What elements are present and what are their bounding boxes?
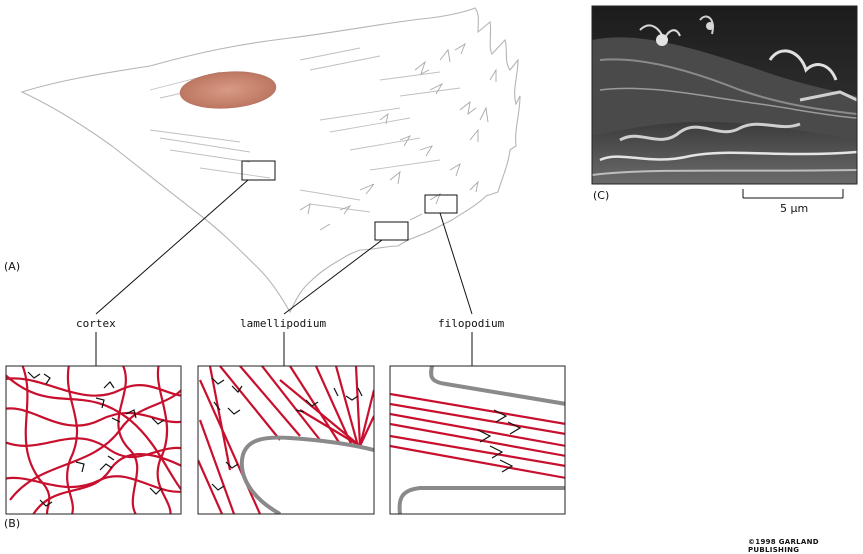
lamellipodium-actin-network xyxy=(198,366,374,514)
cell-drawing xyxy=(22,8,520,314)
panel-a-label: (A) xyxy=(4,260,20,273)
copyright-notice: ©1998 GARLAND PUBLISHING xyxy=(748,538,863,554)
filopodium-actin-bundle xyxy=(390,394,566,478)
panel-b-label: (B) xyxy=(4,517,20,530)
cortex-actin-network xyxy=(0,360,190,520)
filopodium-callout-box xyxy=(425,195,457,213)
filopodium-detail-panel xyxy=(390,366,566,514)
myosin-markers xyxy=(28,372,164,506)
nucleus xyxy=(179,69,277,112)
cortex-leader-line xyxy=(96,180,248,314)
lamellipodium-membrane xyxy=(242,438,374,514)
stress-fibers xyxy=(150,48,460,212)
lamellipodium-callout-box xyxy=(375,222,408,240)
sem-micrograph xyxy=(592,6,857,184)
membrane-ruffles xyxy=(300,44,496,230)
lamellipodium-detail-panel xyxy=(198,366,374,514)
lamellipodium-label: lamellipodium xyxy=(240,317,326,330)
panel-c-label: (C) xyxy=(593,189,609,202)
cortex-callout-box xyxy=(242,161,275,180)
cortex-label: cortex xyxy=(76,317,116,330)
scale-bar xyxy=(743,189,843,198)
filopodium-leader-line xyxy=(440,213,472,314)
cortex-detail-panel xyxy=(0,360,190,520)
filopodium-label: filopodium xyxy=(438,317,504,330)
scale-bar-label: 5 µm xyxy=(780,202,808,215)
lamellipodium-leader-line xyxy=(284,240,382,314)
